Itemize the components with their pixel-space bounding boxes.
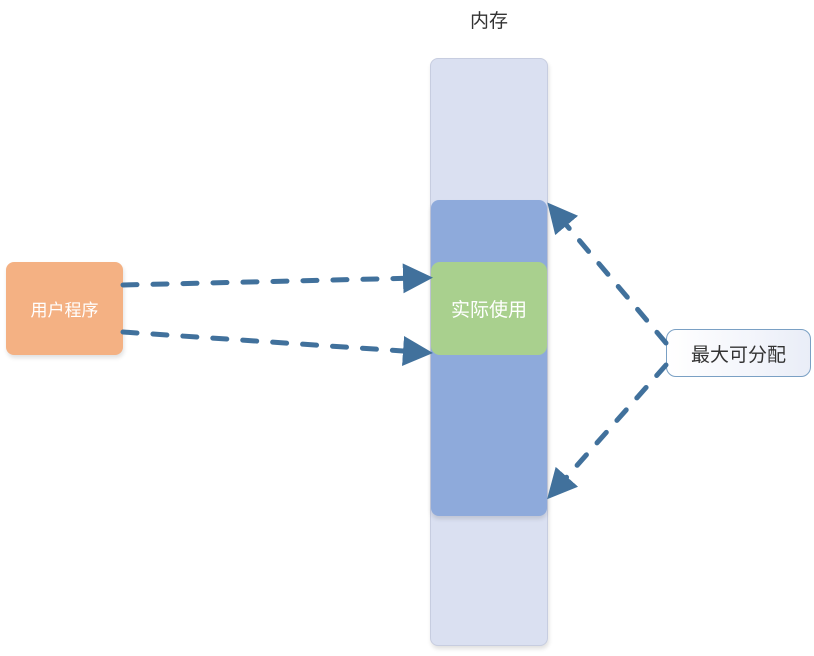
arrow-user-to-used-top [120,263,433,294]
user-program-node: 用户程序 [6,262,123,355]
memory-title: 内存 [469,10,508,32]
max-allocatable-region [431,200,547,516]
actual-used-region: 实际使用 [431,262,547,355]
arrow-user-to-used-bottom [120,329,433,366]
max-allocatable-label: 最大可分配 [690,343,786,366]
arrow-max-to-region-top [547,202,669,346]
user-program-label: 用户程序 [30,301,99,321]
max-allocatable-node: 最大可分配 [666,329,811,377]
actual-used-label: 实际使用 [450,299,527,321]
arrow-max-to-region-bottom [547,362,669,500]
